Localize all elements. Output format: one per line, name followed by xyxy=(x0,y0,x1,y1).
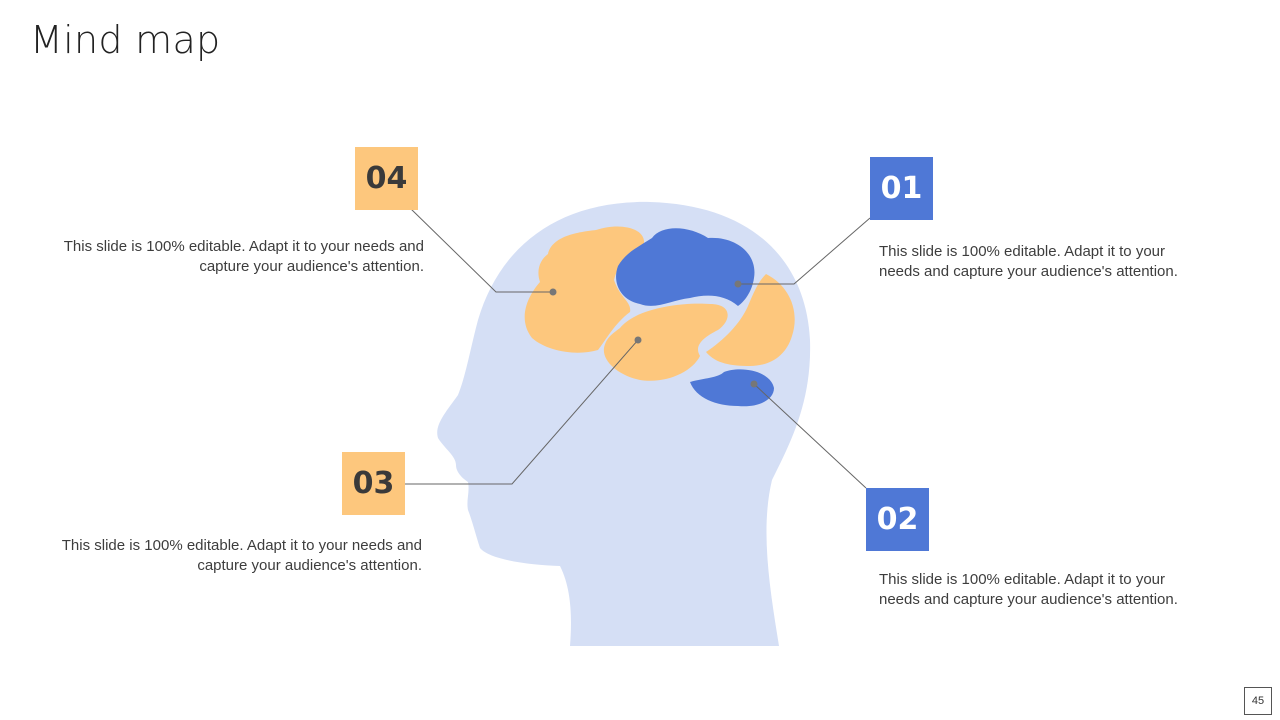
anchor-dot-01 xyxy=(734,280,742,288)
anchor-dot-03 xyxy=(634,336,642,344)
description-02: This slide is 100% editable. Adapt it to… xyxy=(879,571,1178,608)
brain-lobe-top xyxy=(616,228,755,306)
number-box-02: 02 xyxy=(866,488,929,551)
connector-02 xyxy=(753,383,867,489)
page-number: 45 xyxy=(1244,687,1272,715)
number-box-03: 03 xyxy=(342,452,405,515)
connector-04 xyxy=(409,207,553,293)
description-04: This slide is 100% editable. Adapt it to… xyxy=(63,238,424,275)
connector-01 xyxy=(738,217,871,285)
brain-lobe-temporal xyxy=(603,303,728,381)
number-box-04: 04 xyxy=(355,147,418,210)
connector-03 xyxy=(405,339,639,485)
anchor-dot-02 xyxy=(750,380,758,388)
slide-title: Mind map xyxy=(30,18,221,62)
brain-lobe-cerebellum xyxy=(690,369,774,407)
description-03: This slide is 100% editable. Adapt it to… xyxy=(61,537,422,574)
brain-lobe-back xyxy=(706,274,795,366)
anchor-dot-04 xyxy=(549,288,557,296)
number-box-01: 01 xyxy=(870,157,933,220)
brain-lobe-frontal xyxy=(524,226,645,353)
description-01: This slide is 100% editable. Adapt it to… xyxy=(879,243,1178,280)
